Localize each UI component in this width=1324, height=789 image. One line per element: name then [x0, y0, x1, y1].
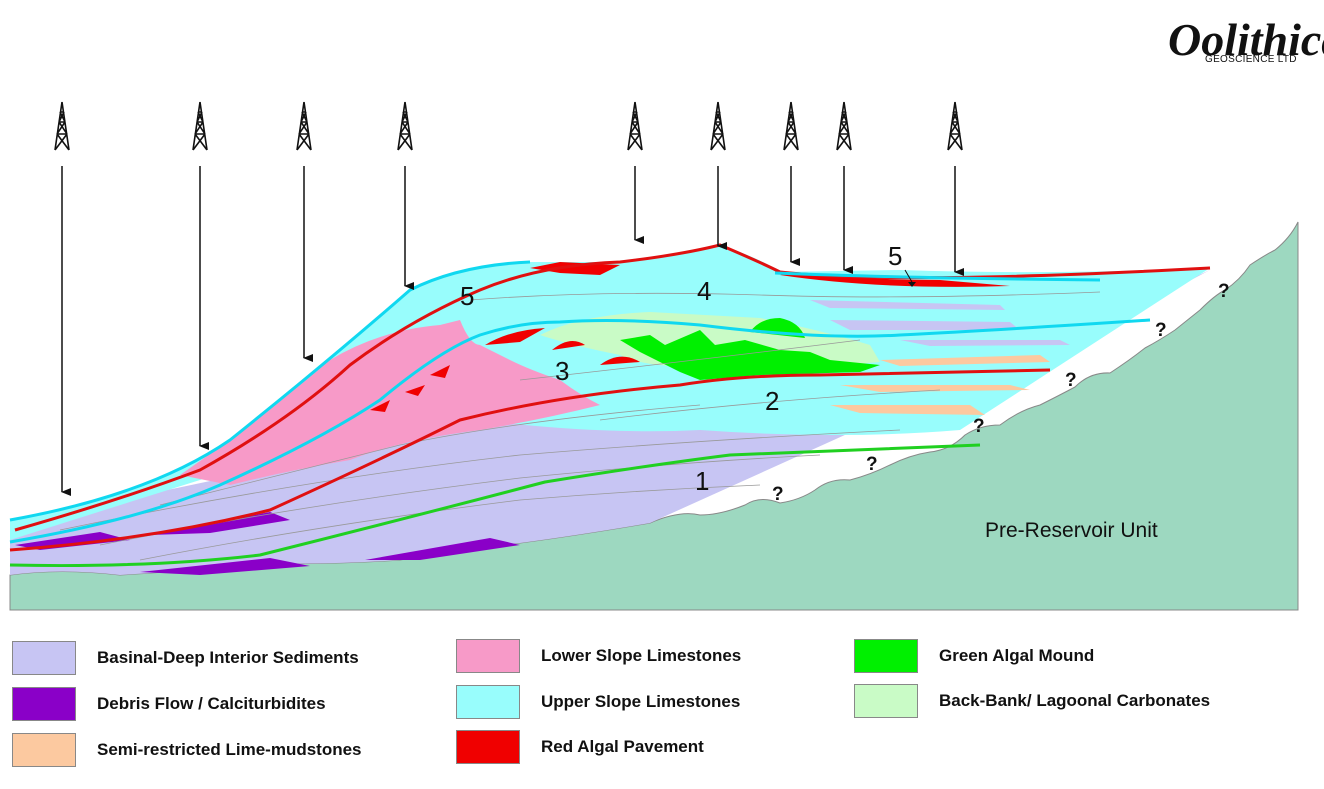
- zone-label-4: 4: [697, 276, 711, 306]
- red-algal-pavement-3: [485, 328, 545, 345]
- wells: [54, 101, 964, 496]
- unknown-mark-3: ?: [973, 416, 985, 437]
- drilling-rig-icon: [192, 101, 208, 151]
- legend-item-lagoonal: Back-Bank/ Lagoonal Carbonates: [854, 683, 1210, 719]
- zone-label-1: 1: [695, 466, 709, 496]
- legend-label: Upper Slope Limestones: [541, 692, 741, 711]
- unknown-mark-6: ?: [1218, 281, 1230, 302]
- legend-label: Green Algal Mound: [939, 646, 1095, 665]
- legend-label: Debris Flow / Calciturbidites: [97, 694, 326, 713]
- legend-item-red-algal: Red Algal Pavement: [456, 729, 704, 765]
- lime-mudstone-lens-3: [880, 355, 1050, 366]
- red-algal-pavement-2: [780, 272, 1010, 287]
- lower-slope-limestones: [180, 320, 600, 485]
- unknown-mark-1: ?: [772, 484, 784, 505]
- zone-label-5b: 5: [888, 241, 902, 271]
- cyan-boundary-top: [9, 260, 531, 522]
- drilling-rig-icon: [710, 101, 726, 151]
- legend-label: Back-Bank/ Lagoonal Carbonates: [939, 691, 1211, 710]
- unknown-mark-5: ?: [1155, 320, 1167, 341]
- green-boundary: [9, 443, 981, 568]
- drilling-rig-icon: [627, 101, 643, 151]
- lagoonal-lens-1: [810, 300, 1005, 310]
- logo-subtitle: GEOSCIENCE LTD: [1205, 54, 1297, 65]
- legend-label: Lower Slope Limestones: [541, 646, 742, 665]
- lagoonal-lens-3: [900, 340, 1070, 346]
- drilling-rig-icon: [947, 101, 963, 151]
- red-boundary-2: [9, 368, 1051, 552]
- legend-item-basinal: Basinal-Deep Interior Sediments: [12, 640, 359, 676]
- legend-swatch: [854, 684, 918, 718]
- red-algal-pavement-4: [552, 341, 585, 350]
- debris-flow-1: [15, 532, 130, 550]
- lime-mudstone-lens-2: [830, 405, 985, 415]
- drilling-rig-icon: [783, 101, 799, 151]
- legend-swatch: [456, 730, 520, 764]
- red-algal-pavement-1: [530, 262, 620, 275]
- legend-item-upper-slope: Upper Slope Limestones: [456, 684, 740, 720]
- legend-swatch: [854, 639, 918, 673]
- drilling-rig-icon: [397, 101, 413, 151]
- green-algal-mound: [620, 330, 880, 380]
- logo-name: Oolithica: [1168, 14, 1324, 65]
- red-algal-pavement-5: [600, 356, 640, 365]
- zone-5b-pointer-head: [908, 282, 916, 287]
- lagoonal-lens-2: [830, 320, 1020, 330]
- pre-reservoir-label: Pre-Reservoir Unit: [985, 519, 1158, 542]
- legend-item-lime-mudstones: Semi-restricted Lime-mudstones: [12, 732, 362, 768]
- zone-label-2: 2: [765, 386, 779, 416]
- legend-item-debris-flow: Debris Flow / Calciturbidites: [12, 686, 326, 722]
- legend: Basinal-Deep Interior Sediments Debris F…: [0, 630, 1324, 789]
- legend-swatch: [12, 641, 76, 675]
- unknown-mark-4: ?: [1065, 370, 1077, 391]
- zone-label-5a: 5: [460, 281, 474, 311]
- legend-item-green-algal: Green Algal Mound: [854, 638, 1094, 674]
- company-logo: Oolithica GEOSCIENCE LTD: [1168, 14, 1324, 65]
- legend-swatch: [456, 685, 520, 719]
- cyan-boundary-shelf: [774, 271, 1101, 282]
- zone-5b-pointer: [904, 269, 913, 283]
- debris-flow-4: [365, 538, 520, 560]
- legend-label: Semi-restricted Lime-mudstones: [97, 740, 362, 759]
- zone-label-3: 3: [555, 356, 569, 386]
- lime-mudstone-lens-1: [840, 385, 1030, 392]
- legend-swatch: [12, 733, 76, 767]
- unknown-mark-2: ?: [866, 454, 878, 475]
- drilling-rig-icon: [836, 101, 852, 151]
- legend-label: Basinal-Deep Interior Sediments: [97, 648, 359, 667]
- legend-swatch: [456, 639, 520, 673]
- legend-label: Red Algal Pavement: [541, 737, 704, 756]
- legend-item-lower-slope: Lower Slope Limestones: [456, 638, 741, 674]
- legend-swatch: [12, 687, 76, 721]
- red-algal-pavement-6: [370, 365, 450, 412]
- drilling-rig-icon: [296, 101, 312, 151]
- debris-flow-3: [140, 558, 310, 575]
- drilling-rig-icon: [54, 101, 70, 151]
- cyan-boundary-lower: [9, 318, 1151, 544]
